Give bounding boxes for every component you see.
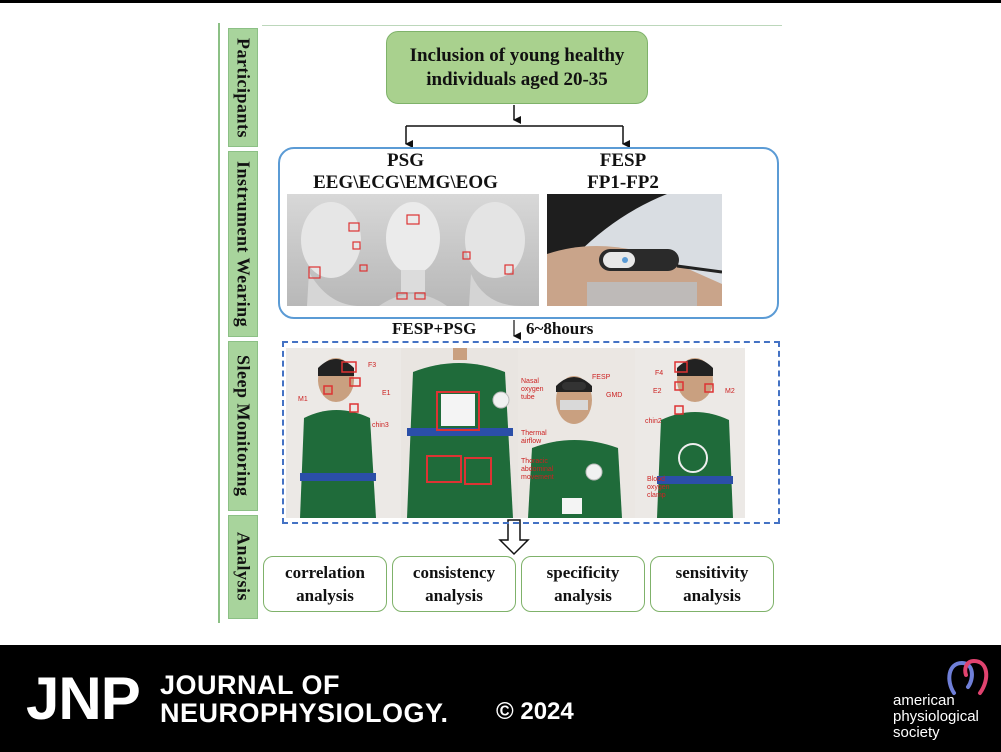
stage-participants-label: Participants: [233, 37, 254, 138]
mannequin-side-icon: [301, 202, 368, 306]
fesp-wearer-icon: [547, 194, 722, 306]
person-side-icon: [300, 358, 376, 518]
inclusion-box: Inclusion of young healthy individuals a…: [386, 31, 648, 104]
fesp-device-photo: [547, 194, 722, 306]
copyright-text: © 2024: [496, 698, 574, 725]
label-f3: F3: [368, 362, 377, 369]
monitoring-photo-front-face: Nasal oxygen tube FESP GMD Thermal airfl…: [518, 348, 635, 518]
label-m2: M2: [725, 388, 735, 395]
inclusion-line2: individuals aged 20-35: [426, 68, 608, 90]
analysis-consistency-line2: analysis: [425, 586, 483, 605]
fesp-channels: FP1-FP2: [587, 172, 659, 193]
label-e2: E2: [653, 388, 662, 395]
label-tube: tube: [521, 394, 535, 401]
analysis-specificity-line1: specificity: [546, 563, 620, 582]
analysis-correlation-line1: correlation: [285, 563, 365, 582]
label-gmd: GMD: [606, 392, 623, 399]
label-oxygen2: oxygen: [647, 484, 670, 491]
stage-instrument-label: Instrument Wearing: [233, 160, 254, 328]
analysis-correlation-line2: analysis: [296, 586, 354, 605]
duration-label: 6~8hours: [526, 319, 594, 338]
psg-label: PSG EEG\ECG\EMG\EOG: [298, 150, 513, 194]
label-blood: Blood: [647, 476, 665, 483]
monitoring-photo-side-right: F4 E2 M2 chin2 Blood oxygen clamp: [635, 348, 745, 518]
journal-name-line2: NEUROPHYSIOLOGY.: [160, 698, 449, 728]
label-clamp: clamp: [647, 492, 666, 499]
analysis-consistency: consistency analysis: [392, 556, 516, 612]
psg-title: PSG: [387, 150, 424, 171]
label-chin3: chin3: [372, 422, 389, 429]
analysis-consistency-line1: consistency: [412, 563, 496, 582]
analysis-correlation: correlation analysis: [263, 556, 387, 612]
top-line: [262, 25, 782, 26]
label-oxygen: oxygen: [521, 386, 544, 393]
mannequin-front-photo: [371, 194, 455, 306]
analysis-sensitivity: sensitivity analysis: [650, 556, 774, 612]
society-line3: society: [893, 724, 940, 741]
fesp-title: FESP: [599, 150, 647, 171]
stage-analysis-label: Analysis: [233, 532, 254, 602]
flow-connectors: [405, 105, 630, 556]
jnp-logo: JNP: [26, 665, 141, 732]
label-thoracic: Thoracic: [521, 458, 548, 465]
mannequin-front-icon: [379, 202, 447, 306]
label-f4: F4: [655, 370, 664, 377]
label-movement: movement: [521, 474, 554, 481]
label-m1: M1: [298, 396, 308, 403]
stage-instrument-wearing: Instrument Wearing: [228, 151, 258, 337]
mannequin-back-photo: [455, 194, 539, 306]
label-chin2: chin2: [645, 418, 662, 425]
label-airflow: airflow: [521, 438, 542, 445]
label-nasal: Nasal: [521, 378, 539, 385]
stage-sleep-label: Sleep Monitoring: [233, 355, 254, 497]
monitoring-photo-front-body: [401, 348, 518, 518]
person-front-icon: [407, 348, 513, 518]
label-fesp: FESP: [592, 374, 611, 381]
analysis-specificity: specificity analysis: [521, 556, 645, 612]
mannequin-back-icon: [462, 202, 525, 306]
fesp-label: FESP FP1-FP2: [563, 150, 683, 194]
analysis-sensitivity-line2: analysis: [683, 586, 741, 605]
psg-channels: EEG\ECG\EMG\EOG: [313, 172, 498, 193]
inclusion-line1: Inclusion of young healthy: [409, 44, 625, 66]
monitoring-photo-side-left: F3 E1 M1 chin3: [286, 348, 401, 518]
stage-sleep-monitoring: Sleep Monitoring: [228, 341, 258, 511]
flowchart-figure: Participants Instrument Wearing Sleep Mo…: [218, 23, 783, 623]
analysis-sensitivity-line1: sensitivity: [675, 563, 749, 582]
stage-analysis: Analysis: [228, 515, 258, 619]
label-thermal: Thermal: [521, 430, 547, 437]
person-face-icon: [528, 376, 622, 518]
analysis-specificity-line2: analysis: [554, 586, 612, 605]
stage-participants: Participants: [228, 28, 258, 147]
journal-footer: JNP JOURNAL OF NEUROPHYSIOLOGY. © 2024 a…: [0, 645, 1001, 752]
label-abdominal: abdominal: [521, 466, 554, 473]
person-side-right-icon: [657, 358, 733, 518]
sleep-monitoring-frame: [282, 341, 780, 524]
side-line: [218, 23, 220, 623]
hollow-arrow-icon: [498, 519, 530, 556]
journal-name-line1: JOURNAL OF: [160, 670, 341, 700]
instrument-frame: [278, 147, 779, 319]
mannequin-side-photo: [287, 194, 371, 306]
society-line1: american: [893, 692, 955, 709]
aps-logo-icon: [947, 658, 989, 695]
label-e1: E1: [382, 390, 391, 397]
combo-label: FESP+PSG: [392, 319, 477, 338]
top-bar: [0, 0, 1001, 3]
society-line2: physiological: [893, 708, 979, 725]
